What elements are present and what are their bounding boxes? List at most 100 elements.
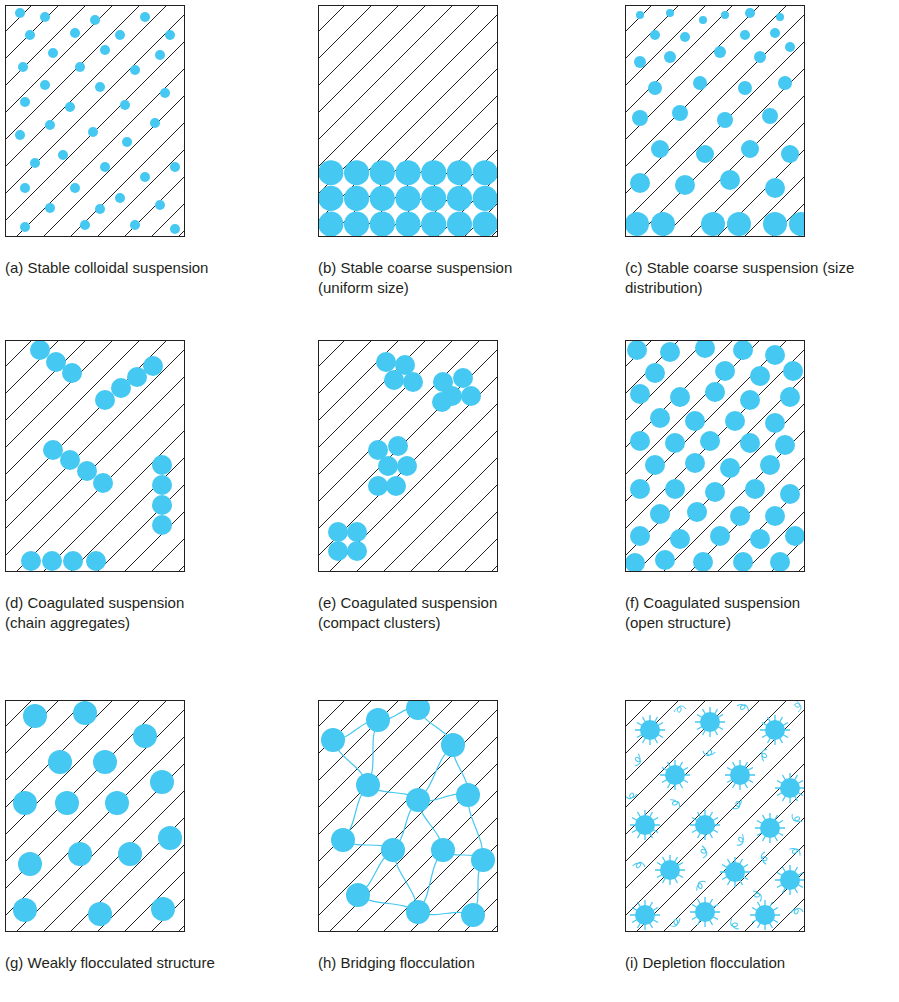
suspension-panel: (g) Weakly flocculated structure (5, 700, 185, 932)
particle (765, 178, 785, 198)
particle (640, 720, 660, 740)
particle (630, 479, 650, 499)
particle (627, 340, 647, 360)
particle (160, 88, 170, 98)
adsorbed-polymer-hairs (660, 760, 690, 790)
particle (150, 770, 174, 794)
free-polymer-coil (760, 851, 768, 864)
particle (152, 515, 172, 535)
adsorbed-polymer-hairs (690, 810, 720, 840)
particle (789, 212, 805, 236)
particle (88, 127, 98, 137)
suspension-panel: (h) Bridging flocculation (318, 700, 498, 932)
particle (432, 392, 452, 412)
particle (645, 455, 665, 475)
particle (783, 361, 803, 381)
particle (86, 551, 106, 571)
suspension-panel: (b) Stable coarse suspension (uniform si… (318, 5, 498, 237)
particle (388, 436, 408, 456)
particle (140, 12, 150, 22)
particle (95, 82, 105, 92)
particle (760, 455, 780, 475)
particle (48, 48, 58, 58)
particle (680, 32, 690, 42)
particle (651, 140, 669, 158)
particle (370, 212, 395, 237)
particle (80, 220, 90, 230)
hatched-liquid (318, 5, 498, 237)
particle (347, 522, 367, 542)
particle (100, 45, 110, 55)
free-polymer-coil (731, 799, 744, 810)
particle (140, 172, 150, 182)
hatched-liquid (625, 700, 805, 932)
particle (625, 212, 649, 236)
particle (785, 42, 795, 52)
free-polymer-coil (791, 907, 804, 915)
free-polymer-coil (633, 860, 646, 870)
particle (368, 476, 388, 496)
particle (780, 778, 800, 798)
particle (741, 140, 759, 158)
particle (370, 160, 395, 185)
particle (745, 8, 755, 18)
hatched-liquid (318, 340, 498, 572)
particle (93, 750, 117, 774)
hatched-liquid (5, 700, 185, 932)
particle (395, 160, 420, 185)
adsorbed-polymer-hairs (755, 813, 785, 843)
free-polymer-coil (729, 918, 739, 931)
particle (685, 411, 705, 431)
particle (406, 700, 430, 720)
particle (384, 370, 404, 390)
particle (695, 340, 715, 358)
particle (780, 484, 800, 504)
particle (778, 76, 792, 90)
particle (630, 431, 650, 451)
particle (687, 502, 707, 522)
particle (143, 356, 163, 376)
hatched-liquid (5, 5, 185, 237)
particle (650, 408, 670, 428)
hatched-liquid (318, 700, 498, 932)
particle (130, 65, 140, 75)
particle (700, 712, 720, 732)
particle (120, 100, 130, 110)
particle (395, 212, 420, 237)
particle (755, 905, 775, 925)
particle (20, 183, 30, 193)
particle (15, 130, 25, 140)
particle (625, 553, 645, 572)
particle (650, 30, 660, 40)
particle (765, 720, 785, 740)
particle (648, 81, 662, 95)
hatched-liquid (5, 340, 185, 572)
particle (406, 788, 430, 812)
particle (721, 11, 729, 19)
panel-caption: (h) Bridging flocculation (318, 953, 578, 973)
particle (376, 352, 396, 372)
particle (447, 160, 472, 185)
particle (745, 479, 765, 499)
particle (421, 160, 446, 185)
free-polymer-coil (789, 845, 802, 858)
particle (40, 12, 50, 22)
particle (715, 361, 735, 381)
particle (62, 363, 82, 383)
particle (655, 550, 675, 570)
particle (65, 102, 75, 112)
particle (775, 435, 795, 455)
particle (651, 212, 675, 236)
particle (152, 455, 172, 475)
particle (441, 733, 465, 757)
particle (675, 175, 695, 195)
particle (700, 431, 720, 451)
free-polymer-coil (734, 834, 746, 847)
particle (55, 791, 79, 815)
particle (695, 902, 715, 922)
particle (18, 852, 42, 876)
particle (133, 724, 157, 748)
particle (122, 137, 132, 147)
particle (447, 212, 472, 237)
